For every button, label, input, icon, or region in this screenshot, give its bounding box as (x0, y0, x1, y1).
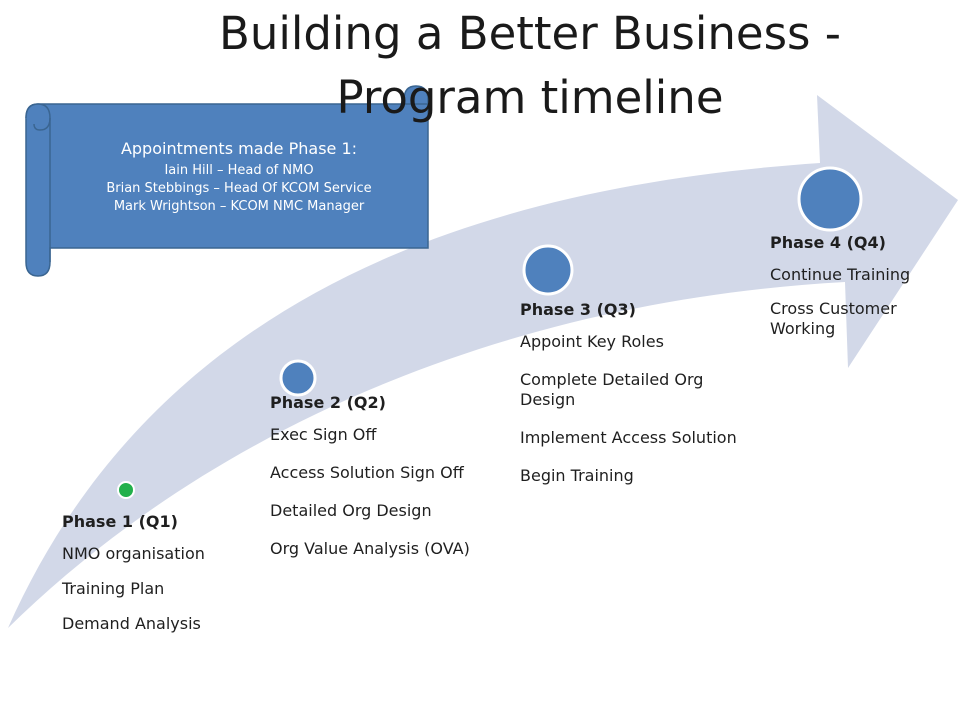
banner-line: Mark Wrightson – KCOM NMC Manager (113, 199, 365, 214)
phase-1-marker (117, 481, 135, 499)
phase-title: Phase 2 (Q2) (270, 393, 386, 412)
phase-item: Detailed Org Design (270, 501, 432, 520)
phase-item: Implement Access Solution (520, 428, 737, 447)
phase-title: Phase 1 (Q1) (62, 512, 178, 531)
banner-heading: Appointments made Phase 1: (120, 139, 358, 158)
phase-item: Complete Detailed Org Design (520, 370, 704, 409)
slide-title: Building a Better Business - Program tim… (218, 7, 842, 124)
phase-2-block: Phase 2 (Q2) Exec Sign Off Access Soluti… (270, 393, 530, 577)
phase-item: Access Solution Sign Off (270, 463, 464, 482)
phase-item: Continue Training (770, 265, 911, 284)
phase-item: NMO organisation (62, 544, 205, 563)
timeline-arrow (8, 95, 958, 628)
phase-item: Exec Sign Off (270, 425, 377, 444)
banner-line: Brian Stebbings – Head Of KCOM Service (106, 181, 372, 196)
appointments-scroll-banner (25, 85, 429, 277)
phase-item: Org Value Analysis (OVA) (270, 539, 470, 558)
phase-3-block: Phase 3 (Q3) Appoint Key Roles Complete … (520, 300, 790, 504)
phase-item: Begin Training (520, 466, 634, 485)
phase-4-marker (797, 166, 863, 232)
banner-line: Iain Hill – Head of NMO (164, 163, 314, 178)
phase-item: Demand Analysis (62, 614, 201, 633)
appointments-banner-text: Appointments made Phase 1: Iain Hill – H… (54, 138, 424, 216)
phase-title: Phase 3 (Q3) (520, 300, 636, 319)
phase-item: Cross Customer Working (770, 299, 897, 338)
phase-title: Phase 4 (Q4) (770, 233, 886, 252)
phase-4-block: Phase 4 (Q4) Continue Training Cross Cus… (770, 233, 960, 353)
phase-item: Training Plan (62, 579, 165, 598)
phase-2-marker (279, 359, 317, 397)
phase-1-block: Phase 1 (Q1) NMO organisation Training P… (62, 512, 282, 649)
phase-3-marker (522, 244, 574, 296)
phase-item: Appoint Key Roles (520, 332, 664, 351)
